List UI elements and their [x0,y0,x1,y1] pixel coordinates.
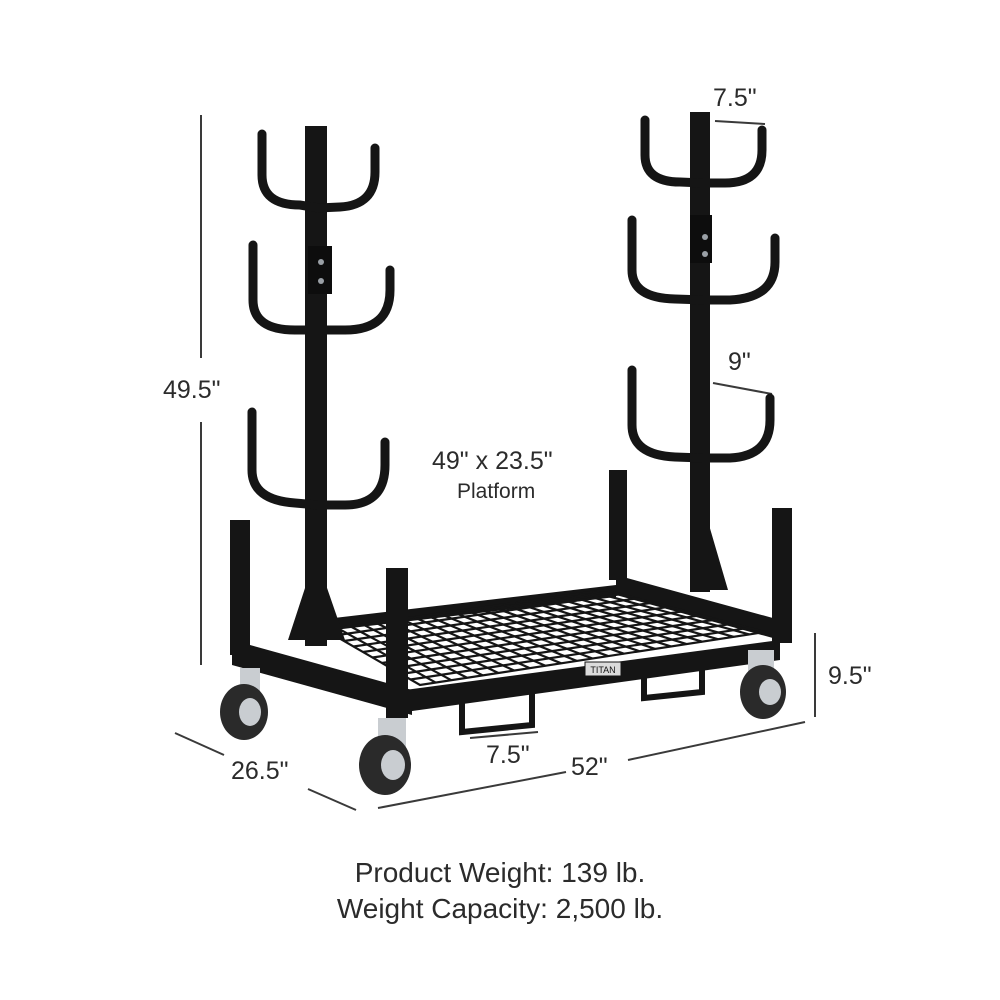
length-label: 52" [571,753,608,781]
length-dimension-line-right [627,721,806,761]
mesh-wire [334,593,622,637]
top-hook-width-label: 7.5" [713,84,757,112]
mesh-wire [410,626,750,681]
hook-left-middle [248,240,395,335]
corner-post-back-right [772,508,792,643]
depth-dimension-line-left [174,732,225,756]
mesh-wire [362,605,670,654]
length-dimension-line-left [377,771,567,809]
mesh-wire [381,614,702,665]
bolt-plate-right [690,215,712,263]
platform-size-label: 49" x 23.5" [432,447,553,475]
caster-front-right [359,718,411,795]
depth-dimension-line-right [307,788,357,811]
fork-pocket-left [459,693,535,736]
top-hook-dimension-line [714,120,766,125]
hooks [247,115,780,510]
hook-left-bottom [247,407,390,510]
wire-mesh-deck [321,588,766,687]
corner-post-front-right [386,568,408,718]
platform-word-label: Platform [457,480,536,503]
mesh-wire [372,609,686,659]
brand-badge-text: TITAN [590,665,615,675]
hook-right-bottom [627,365,775,463]
hook-right-middle [627,215,780,305]
gusset-left [288,585,306,640]
bolt-plate-left [308,246,332,294]
hook-right-top [640,115,767,188]
caster-back-right [740,650,786,719]
hook-depth-dimension-line [712,382,773,395]
gusset-left-b [326,585,345,640]
gusset-right [709,525,728,590]
clearance-height-label: 9.5" [828,662,872,690]
hook-depth-label: 9" [728,348,751,376]
corner-post-front-left [230,520,250,655]
depth-label: 26.5" [231,757,289,785]
product-weight-text: Product Weight: 139 lb. [354,857,646,888]
weight-capacity-text: Weight Capacity: 2,500 lb. [336,893,664,924]
platform-front-rail [232,640,412,715]
hook-left-top [257,129,380,213]
fork-pocket-dimension-line [469,731,539,739]
caster-front-left [220,668,268,740]
corner-post-back-left [609,470,627,580]
platform-right-rail [616,575,780,640]
fork-pocket-right [641,664,705,702]
mesh-wire [391,618,718,670]
height-label: 49.5" [163,376,221,404]
dimension-lines [174,115,816,811]
mesh-wire [400,622,734,676]
brand-badge: TITAN [584,661,622,677]
fork-pocket-width-label: 7.5" [486,741,530,769]
